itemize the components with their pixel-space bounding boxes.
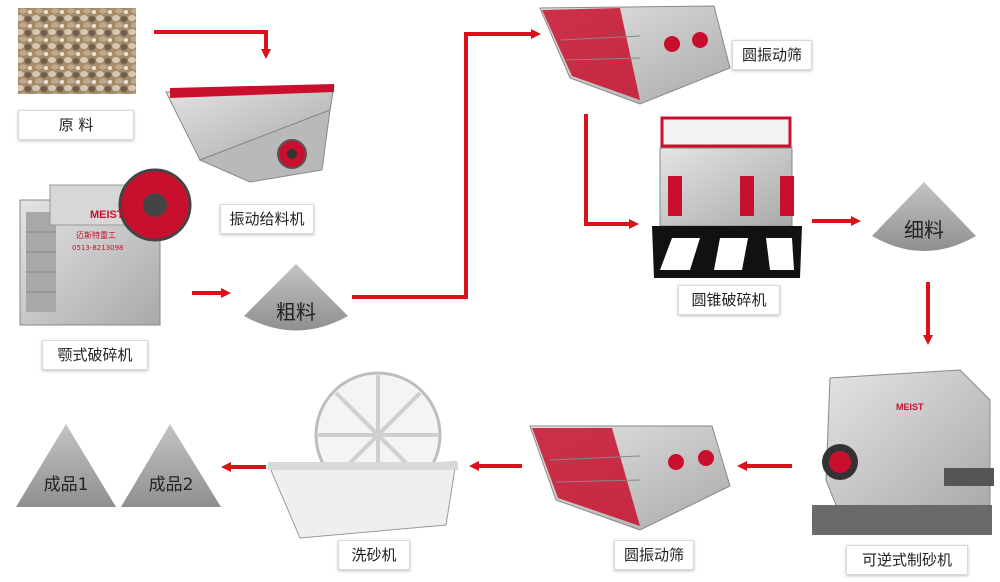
product-1-pile [16,424,116,507]
flow-arrows [154,29,933,472]
sand-washer-image [268,371,458,539]
product-2-pile [121,424,221,507]
vibrating-screen-top-image [539,5,731,105]
product-1-text: 成品1 [43,475,89,495]
vibrating-screen-bottom-image [529,425,731,531]
label-jaw-crusher: 颚式破碎机 [42,340,148,370]
label-vibrating-screen-bottom: 圆振动筛 [614,540,694,570]
raw-material-image [18,8,136,94]
label-cone-crusher: 圆锥破碎机 [678,285,780,315]
jaw-brand-cn-text: 迈斯特重工 [76,230,116,240]
fine-material-pile [872,182,976,251]
cone-crusher-image [652,116,802,278]
vibrating-feeder-image [165,84,335,183]
reversible-sand-maker-image: MEIST [812,369,994,535]
label-vibrating-feeder: 振动给料机 [220,204,314,234]
arrow-raw-to-feeder [154,30,271,59]
label-reversible-sand-maker: 可逆式制砂机 [846,545,968,575]
jaw-phone-text: 0513-8213098 [72,244,124,252]
jaw-crusher-image: MEIST 迈斯特重工 0513-8213098 [19,168,192,326]
label-vibrating-screen-top: 圆振动筛 [732,40,812,70]
fine-material-text: 细料 [904,218,944,242]
jaw-brand-text: MEIST [90,209,124,221]
coarse-material-text: 粗料 [276,300,316,324]
arrow-coarse-to-screen [352,29,541,299]
coarse-material-pile [244,264,348,331]
label-sand-washer: 洗砂机 [338,540,410,570]
label-raw-material: 原 料 [18,110,134,140]
sand-maker-brand-text: MEIST [896,402,924,412]
product-2-text: 成品2 [148,475,194,495]
arrow-screen-to-cone [584,114,639,229]
